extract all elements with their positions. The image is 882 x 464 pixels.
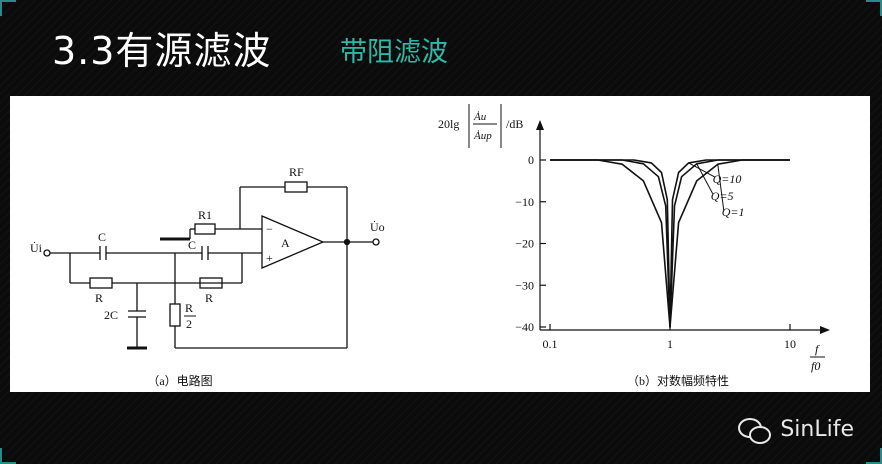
- y-tick-label: −40: [515, 320, 534, 334]
- label-uo: U̇o: [370, 220, 385, 234]
- curve-q1: [550, 159, 790, 328]
- label-r-half-den: 2: [186, 317, 192, 331]
- label-plus: +: [266, 251, 273, 265]
- x-tick-label: 0.1: [543, 337, 558, 351]
- ylabel-num: Ȧu: [473, 111, 487, 123]
- y-tick-label: −10: [515, 195, 534, 209]
- output-terminal: [372, 238, 380, 246]
- corner-top-left: [0, 0, 16, 16]
- brand-label: SinLife: [780, 417, 854, 442]
- resistor-r-half: [169, 303, 181, 327]
- y-tick-label: −30: [515, 278, 534, 292]
- resistor-rf: [284, 181, 308, 193]
- input-terminal: [43, 249, 51, 257]
- circuit-diagram: [43, 181, 380, 350]
- label-rf: RF: [289, 165, 304, 179]
- label-r-right: R: [205, 291, 213, 305]
- corner-bottom-right: [866, 448, 882, 464]
- xlabel-den: f0: [811, 359, 820, 373]
- ylabel-den: Ȧup: [473, 130, 492, 142]
- corner-top-right: [866, 0, 882, 16]
- y-tick-label: 0: [528, 153, 534, 167]
- label-2c: 2C: [104, 308, 118, 322]
- wechat-icon: [738, 417, 772, 444]
- ylabel-prefix: 20lg: [438, 117, 459, 131]
- label-minus: −: [266, 222, 273, 236]
- label-ui: U̇i: [30, 241, 43, 255]
- x-tick-label: 1: [667, 337, 673, 351]
- label-r1: R1: [198, 208, 212, 222]
- curve-label-leader: [717, 164, 725, 211]
- x-tick-label: 10: [784, 337, 796, 351]
- curve-label: Q=1: [722, 205, 745, 219]
- resistor-r1: [194, 223, 216, 235]
- xlabel-num: f: [815, 342, 820, 356]
- label-opamp: A: [281, 236, 290, 250]
- curve-q10: [550, 159, 790, 328]
- response-curve-labels: Q=10Q=5Q=1: [688, 162, 745, 219]
- y-axis-arrow: [536, 120, 544, 130]
- label-r-left: R: [95, 291, 103, 305]
- opamp-triangle: [261, 215, 325, 269]
- corner-bottom-left: [0, 448, 16, 464]
- y-tick-label: −20: [515, 237, 534, 251]
- response-ticks: 0 −10 −20 −30 −40 0.1 1 10: [515, 153, 796, 351]
- response-axes: [539, 124, 825, 331]
- slide-title: 3.3有源滤波: [52, 29, 272, 73]
- figure-panel: U̇i U̇o RF R1 C C R R 2C R 2 A − + （a）电路…: [10, 96, 870, 392]
- caption-response: （b）对数幅频特性: [627, 373, 729, 388]
- label-c2: C: [188, 238, 196, 252]
- slide-subtitle: 带阻滤波: [340, 37, 448, 68]
- caption-circuit: （a）电路图: [147, 373, 212, 388]
- label-r-half-num: R: [185, 301, 193, 315]
- figure-svg: U̇i U̇o RF R1 C C R R 2C R 2 A − + （a）电路…: [30, 104, 830, 388]
- x-axis-arrow: [820, 326, 830, 334]
- curve-label: Q=10: [713, 172, 742, 186]
- curve-label-leader: [696, 163, 714, 194]
- label-c1: C: [98, 230, 106, 244]
- ylabel-unit: /dB: [506, 117, 523, 131]
- curve-label-leader: [688, 162, 715, 178]
- resistor-r-right: [199, 277, 223, 289]
- resistor-r-left: [89, 277, 113, 289]
- brand-watermark: SinLife: [738, 417, 854, 444]
- response-curves: [550, 159, 790, 328]
